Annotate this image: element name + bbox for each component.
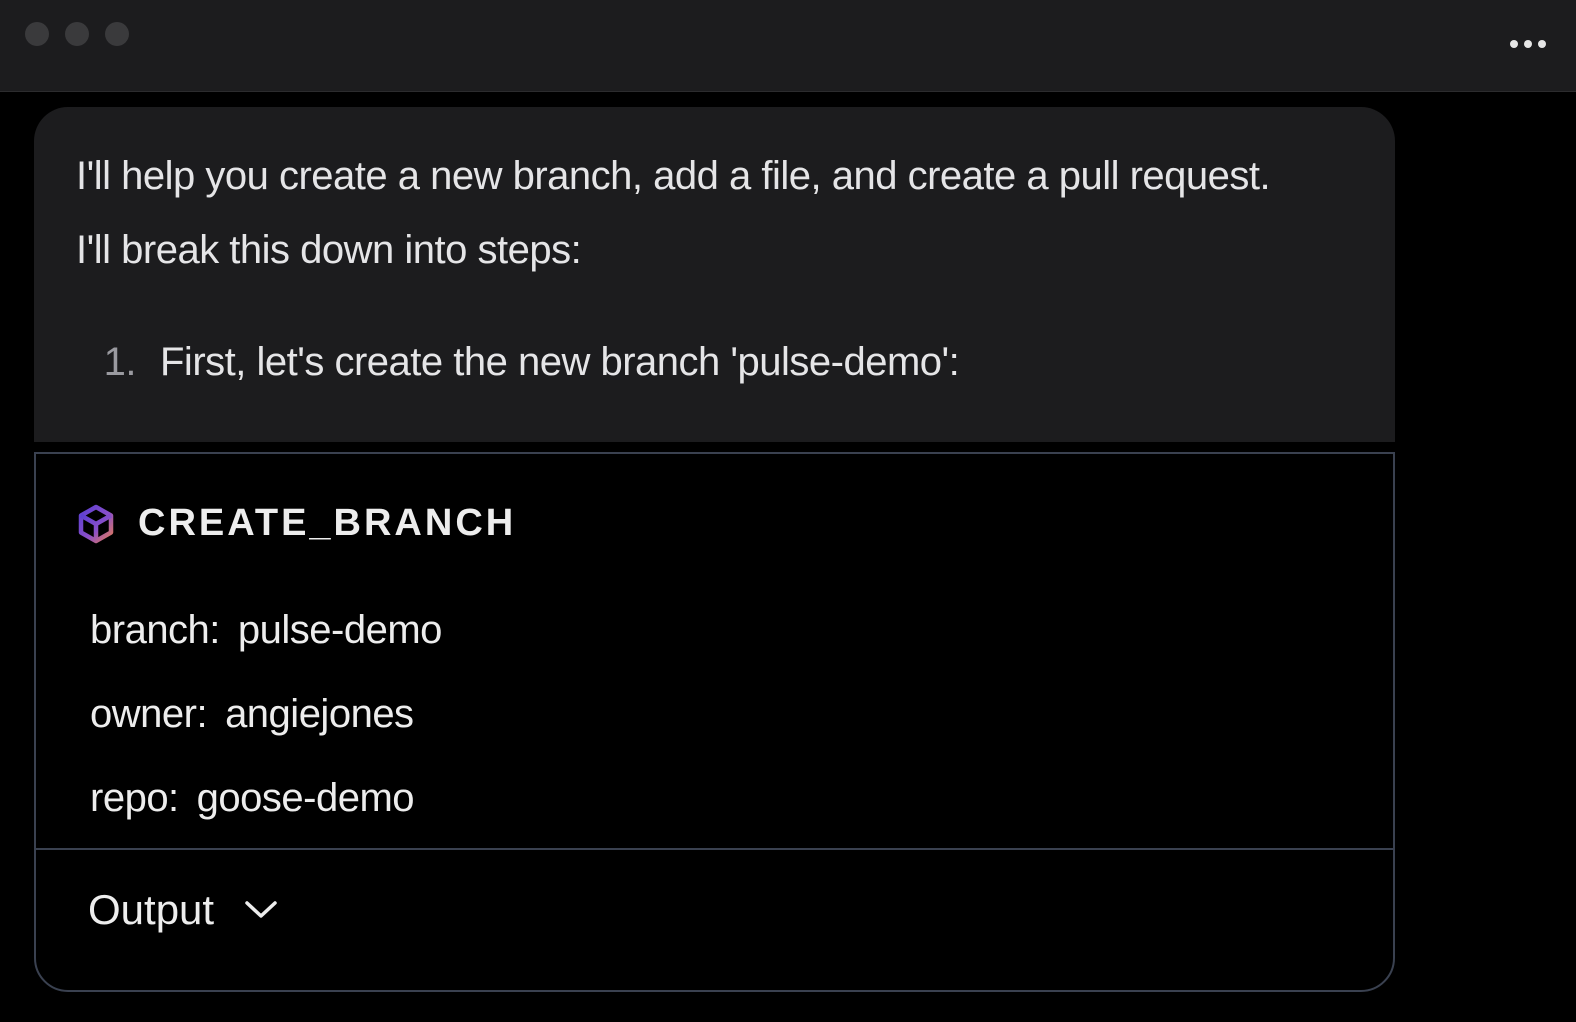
assistant-message: I'll help you create a new branch, add a… bbox=[34, 107, 1395, 442]
tool-call-header: CREATE_BRANCH bbox=[76, 502, 516, 545]
chevron-down-icon bbox=[244, 899, 278, 921]
window-close-button[interactable] bbox=[25, 22, 49, 46]
param-row: repo: goose-demo bbox=[90, 756, 442, 840]
window-minimize-button[interactable] bbox=[65, 22, 89, 46]
card-divider bbox=[36, 848, 1393, 850]
param-value: angiejones bbox=[225, 692, 414, 736]
message-line: I'll break this down into steps: bbox=[76, 228, 582, 272]
output-toggle-button[interactable]: Output bbox=[88, 886, 278, 934]
ellipsis-icon bbox=[1538, 40, 1546, 48]
cube-icon bbox=[76, 504, 116, 544]
ellipsis-icon bbox=[1510, 40, 1518, 48]
param-key: owner: bbox=[90, 692, 208, 736]
param-value: goose-demo bbox=[196, 776, 415, 820]
tool-call-card: CREATE_BRANCH branch: pulse-demo owner: an… bbox=[34, 452, 1395, 992]
window-zoom-button[interactable] bbox=[105, 22, 129, 46]
param-key: repo: bbox=[90, 776, 179, 820]
window-titlebar bbox=[0, 0, 1576, 92]
output-label: Output bbox=[88, 886, 215, 933]
tool-params: branch: pulse-demo owner: angiejones repo:… bbox=[90, 588, 442, 840]
tool-name: CREATE_BRANCH bbox=[138, 502, 517, 544]
param-row: branch: pulse-demo bbox=[90, 588, 442, 672]
param-row: owner: angiejones bbox=[90, 672, 442, 756]
step-number: 1. bbox=[103, 340, 137, 384]
ellipsis-icon bbox=[1524, 40, 1532, 48]
more-options-button[interactable] bbox=[1510, 26, 1546, 62]
message-line: I'll help you create a new branch, add a… bbox=[76, 154, 1271, 198]
param-value: pulse-demo bbox=[237, 608, 443, 652]
step-list-item: 1. First, let's create the new branch 'p… bbox=[76, 337, 1353, 387]
param-key: branch: bbox=[90, 608, 220, 652]
step-text: First, let's create the new branch 'puls… bbox=[160, 340, 960, 384]
